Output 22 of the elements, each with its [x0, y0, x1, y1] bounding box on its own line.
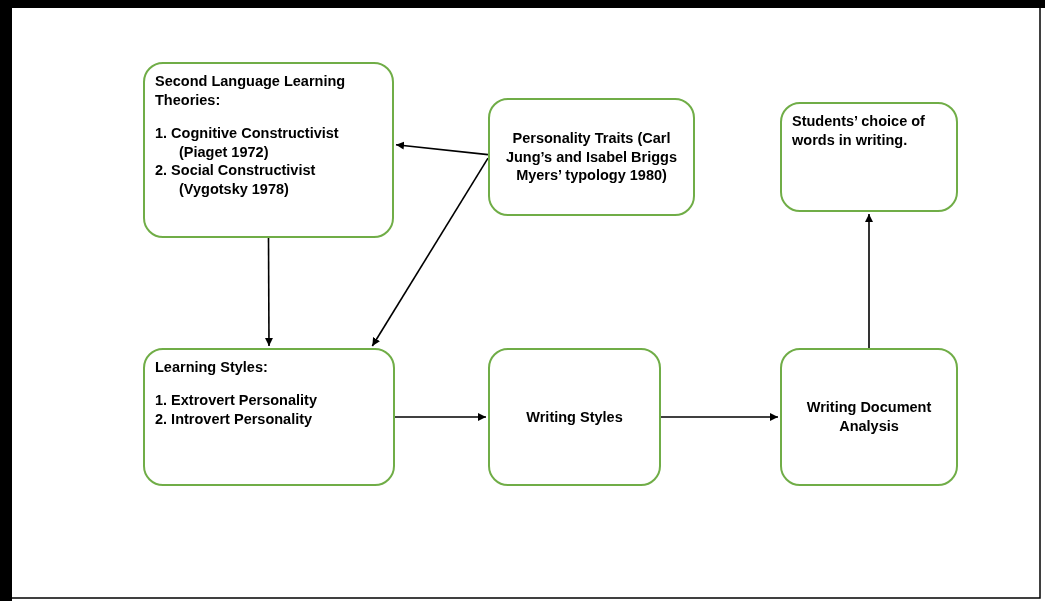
box-text: Second Language Learning Theories:	[155, 72, 347, 110]
box-text: Writing Document Analysis	[805, 398, 933, 436]
arrow	[395, 141, 489, 156]
process-box	[143, 348, 395, 486]
box-text: Writing Styles	[526, 407, 623, 427]
arrow	[865, 213, 873, 349]
arrow	[264, 237, 273, 347]
process-box	[488, 348, 661, 486]
box-text: Students’ choice of words in writing.	[792, 112, 926, 150]
process-box	[780, 102, 958, 212]
process-box	[488, 98, 695, 216]
arrow	[371, 157, 489, 347]
list-item: 2. Introvert Personality	[155, 409, 314, 429]
box-text: Personality Traits (Carl Jung’s and Isabel Briggs Myers’ typology 1980)	[504, 128, 679, 186]
arrow	[660, 413, 779, 421]
list-item: 1. Extrovert Personality	[155, 390, 318, 410]
list-item: 1. Cognitive Constructivist (Piaget 1972)	[155, 123, 340, 162]
process-box	[143, 62, 394, 238]
process-box	[780, 348, 958, 486]
arrow	[394, 413, 487, 421]
box-text: Learning Styles:	[155, 358, 269, 377]
list-item: 2. Social Constructivist (Vygotsky 1978)	[155, 161, 317, 200]
